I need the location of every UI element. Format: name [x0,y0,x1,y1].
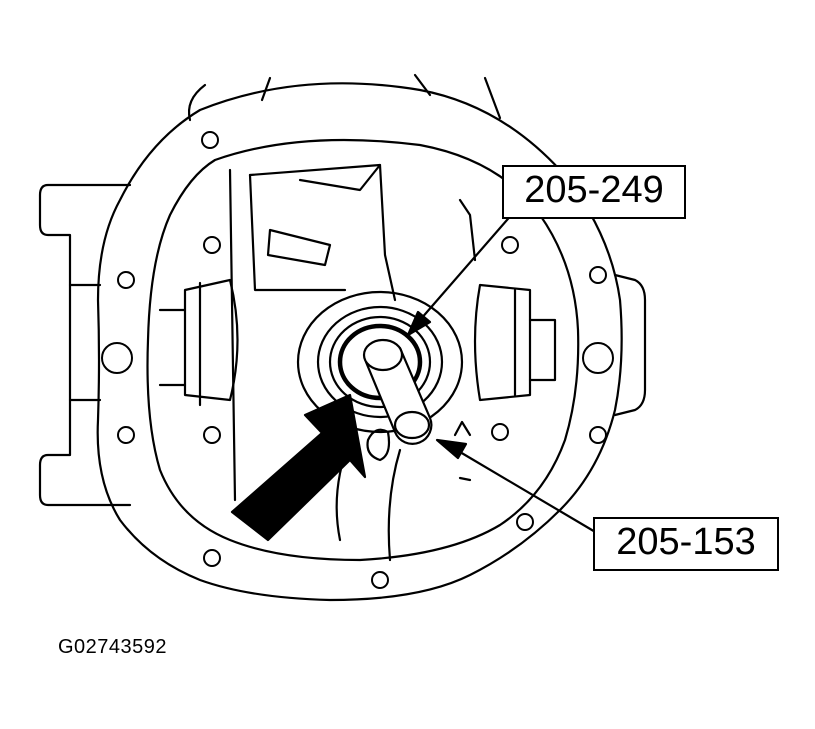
leader-205-153 [435,438,599,535]
bolt-hole [203,426,221,444]
bolt-hole [201,131,219,149]
bolt-hole [101,342,133,374]
bolt-hole [371,571,389,589]
axle-tube-left [38,183,132,507]
bolt-hole [501,236,519,254]
slinger-detail [366,428,391,462]
axle-tube-right [613,273,647,417]
bolt-hole [117,271,135,289]
bearing-cap-left [158,278,239,407]
direction-arrow [230,393,367,542]
leader-205-249 [406,203,522,337]
carrier-case [228,163,477,562]
bolt-hole [589,426,607,444]
callout-tool-205-153: 205-153 [593,517,779,571]
bolt-hole [203,549,221,567]
figure-reference-id: G02743592 [58,636,168,658]
bolt-hole [203,236,221,254]
tool-205-153-handle [362,338,433,445]
direction-chevron [453,420,472,437]
bolt-hole [117,426,135,444]
callout-tool-205-249: 205-249 [502,165,686,219]
bolt-hole [516,513,534,531]
bolt-hole [582,342,614,374]
bolt-hole [589,266,607,284]
flange-bolt-holes [101,131,614,589]
bolt-hole [491,423,509,441]
housing-flange-inner [146,138,580,562]
housing-flange-outer [96,82,623,602]
bearing-cap-right [473,283,557,402]
